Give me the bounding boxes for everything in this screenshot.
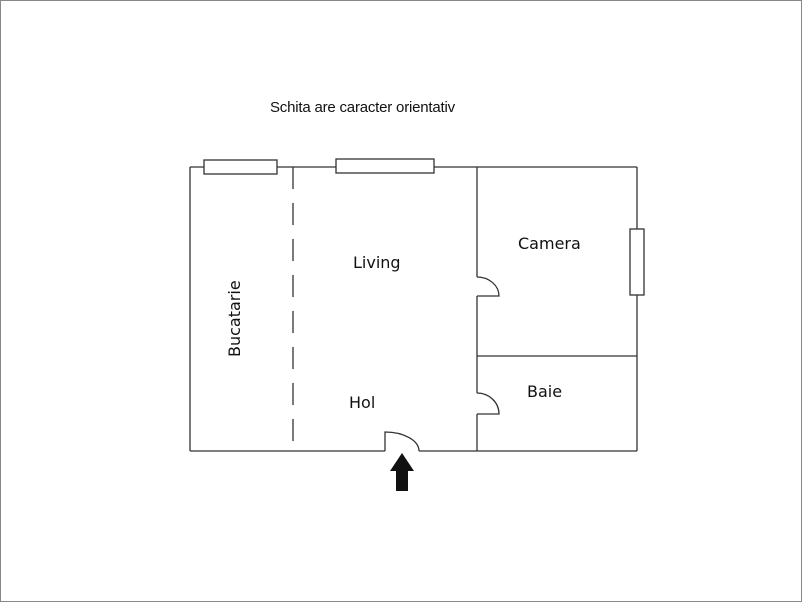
room-label-camera: Camera xyxy=(518,234,581,253)
camera-door-icon xyxy=(476,276,500,297)
room-label-bucatarie: Bucatarie xyxy=(225,280,244,357)
disclaimer-caption: Schita are caracter orientativ xyxy=(270,99,455,116)
room-label-living: Living xyxy=(353,253,401,272)
entrance-door-icon xyxy=(384,431,420,452)
room-label-baie: Baie xyxy=(527,382,562,401)
window-camera xyxy=(629,228,645,296)
room-label-hol: Hol xyxy=(349,393,375,412)
entrance-arrow-icon xyxy=(390,453,414,491)
window-living xyxy=(335,158,435,174)
baie-door-icon xyxy=(476,392,500,415)
window-kitchen xyxy=(203,159,278,175)
